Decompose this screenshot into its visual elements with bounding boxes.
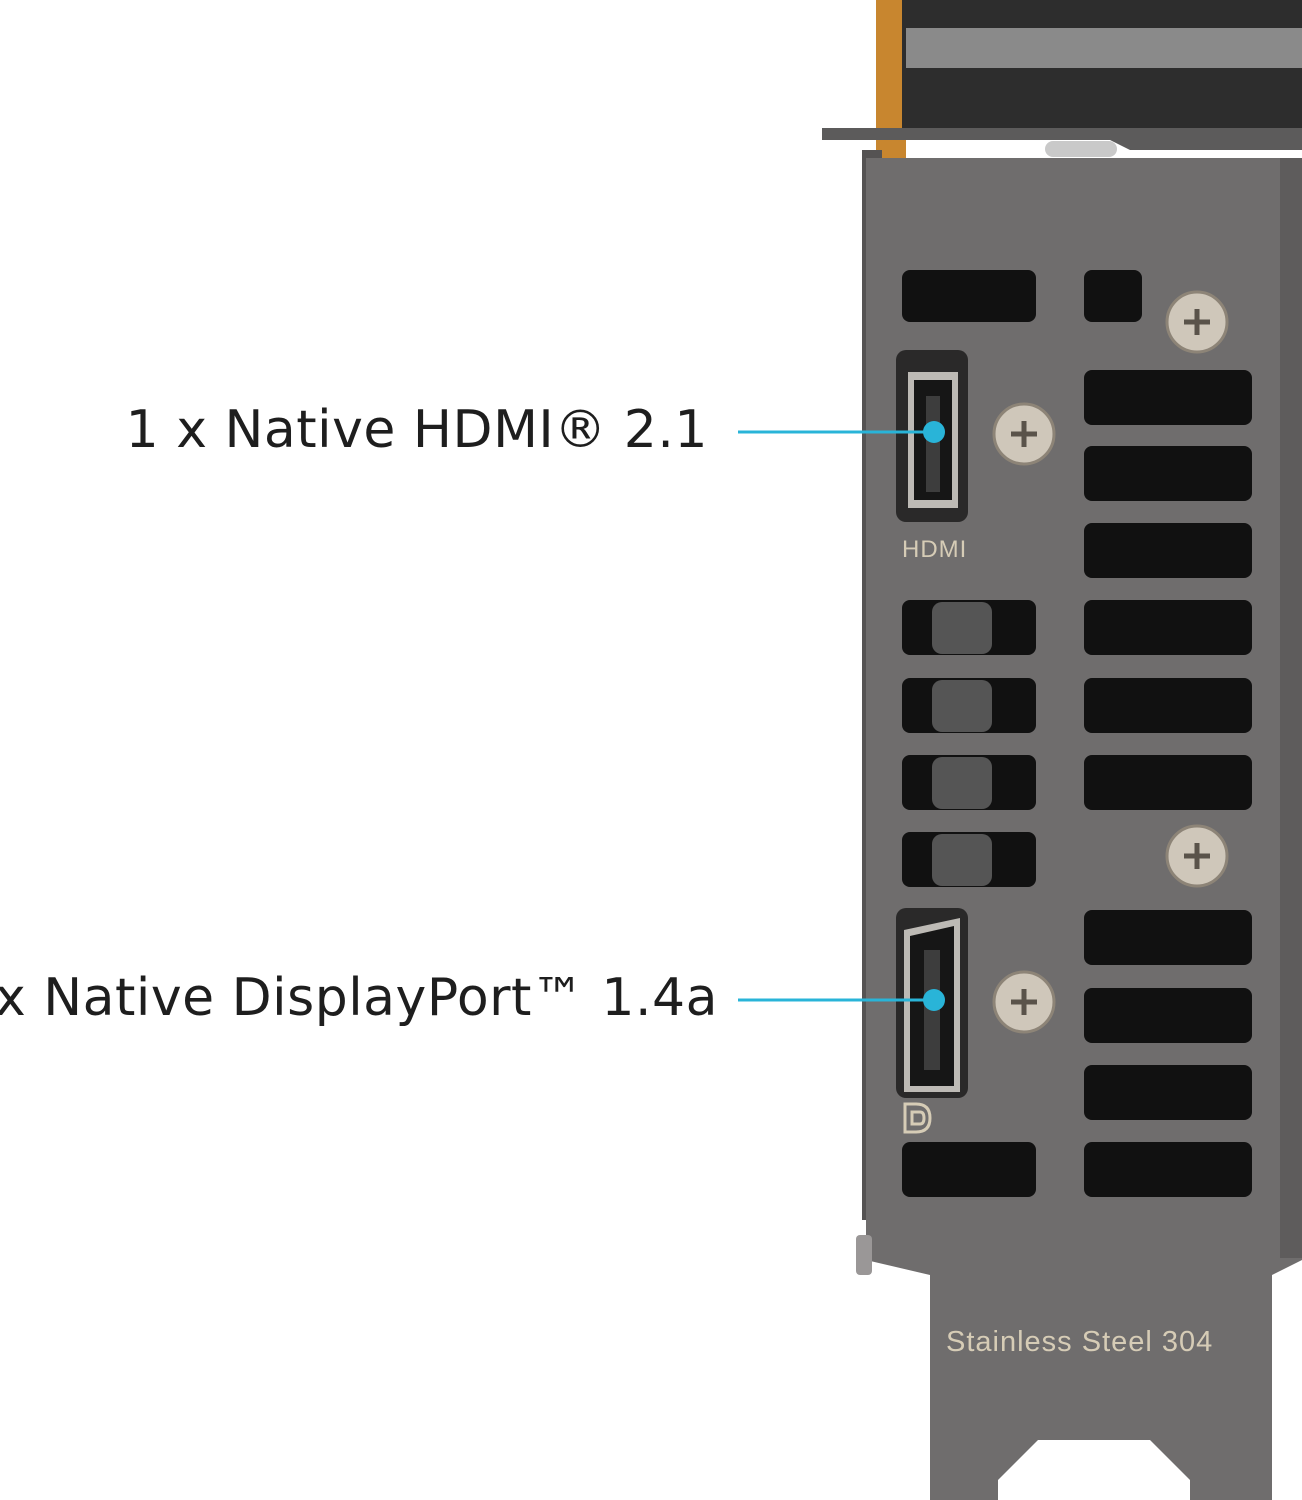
phillips-screw-icon bbox=[992, 970, 1056, 1034]
callout-displayport-label: 1 x Native DisplayPort™ 1.4a bbox=[0, 968, 718, 1028]
vent-right-1 bbox=[1084, 370, 1252, 425]
bracket-shade bbox=[1280, 158, 1302, 1258]
phillips-screw-icon bbox=[992, 402, 1056, 466]
vent-right-2 bbox=[1084, 446, 1252, 501]
DP-logo-icon bbox=[903, 1102, 932, 1134]
callout-hdmi-dot bbox=[923, 421, 945, 443]
material-engraving: Stainless Steel 304 bbox=[946, 1326, 1214, 1358]
vent-right-top bbox=[1084, 270, 1142, 322]
vent-right-9 bbox=[1084, 1065, 1252, 1120]
vent-right-8 bbox=[1084, 988, 1252, 1043]
phillips-screw-icon bbox=[1165, 824, 1229, 888]
phillips-screw-icon bbox=[1165, 290, 1229, 354]
vent-right-5 bbox=[1084, 678, 1252, 733]
vent-left-6 bbox=[902, 1142, 1036, 1197]
vent-left-1 bbox=[902, 270, 1036, 322]
vent-right-4 bbox=[1084, 600, 1252, 655]
vent-right-3 bbox=[1084, 523, 1252, 578]
vent-component bbox=[932, 834, 992, 886]
bracket-lower-tab bbox=[856, 1235, 872, 1275]
callout-dp-dot bbox=[923, 989, 945, 1011]
callout-hdmi-label: 1 x Native HDMI® 2.1 bbox=[125, 400, 708, 460]
hdmi-engraving: HDMI bbox=[902, 536, 968, 563]
heatsink-block bbox=[902, 0, 1302, 140]
vent-component bbox=[932, 602, 992, 654]
bracket-top-tab bbox=[822, 128, 1302, 150]
vent-right-6 bbox=[1084, 755, 1252, 810]
vent-component bbox=[932, 680, 992, 732]
heatsink-highlight bbox=[906, 28, 1302, 68]
bracket-slot-hole bbox=[1045, 141, 1117, 157]
vent-component bbox=[932, 757, 992, 809]
vent-right-10 bbox=[1084, 1142, 1252, 1197]
vent-right-7 bbox=[1084, 910, 1252, 965]
